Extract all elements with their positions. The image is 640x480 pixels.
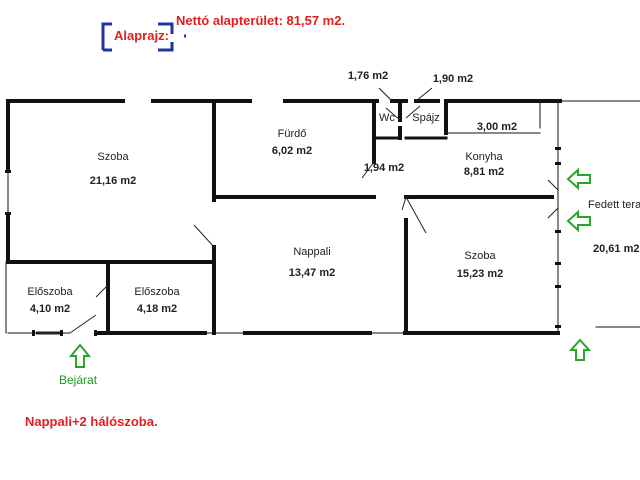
door-swings xyxy=(36,87,559,335)
room-name-szoba-left: Szoba xyxy=(97,151,129,163)
walls xyxy=(5,99,640,335)
room-area-terasz: 20,61 m2 xyxy=(593,243,639,255)
room-area-furdo: 6,02 m2 xyxy=(272,145,312,157)
room-name-wc: Wc xyxy=(379,112,395,124)
room-area-szoba-left: 21,16 m2 xyxy=(90,175,136,187)
room-area-nappali: 13,47 m2 xyxy=(289,267,335,279)
room-name-spajz: Spájz xyxy=(412,112,440,124)
title-bracket-marks xyxy=(101,22,186,52)
summary-text: Nappali+2 hálószoba. xyxy=(25,414,158,429)
terrace-arrow-up-icon xyxy=(568,338,592,361)
room-area-spajz: 1,90 m2 xyxy=(433,73,473,85)
net-area-total: Nettó alapterület: 81,57 m2. xyxy=(176,13,345,28)
entrance-arrow-up-icon xyxy=(68,343,92,368)
room-area-hall: 1,94 m2 xyxy=(364,162,404,174)
window-marks xyxy=(5,147,561,336)
room-name-konyha: Konyha xyxy=(465,151,503,163)
room-name-nappali: Nappali xyxy=(293,246,330,258)
room-name-terasz: Fedett terasz xyxy=(588,199,640,211)
entrance-label: Bejárat xyxy=(59,373,98,387)
room-area-eloszoba-2: 4,18 m2 xyxy=(137,303,177,315)
room-area-konyha: 8,81 m2 xyxy=(464,166,504,178)
room-area-szoba-right: 15,23 m2 xyxy=(457,268,503,280)
room-name-furdo: Fürdő xyxy=(278,128,307,140)
room-area-small: 3,00 m2 xyxy=(477,121,517,133)
room-area-eloszoba-1: 4,10 m2 xyxy=(30,303,70,315)
room-area-wc: 1,76 m2 xyxy=(348,70,388,82)
room-name-eloszoba-2: Előszoba xyxy=(134,286,180,298)
room-name-eloszoba-1: Előszoba xyxy=(27,286,73,298)
plan-title: Alaprajz: xyxy=(114,28,169,43)
terrace-arrow-left-icon-1 xyxy=(566,167,591,191)
room-name-szoba-right: Szoba xyxy=(464,250,496,262)
terrace-arrow-left-icon-2 xyxy=(566,209,591,233)
